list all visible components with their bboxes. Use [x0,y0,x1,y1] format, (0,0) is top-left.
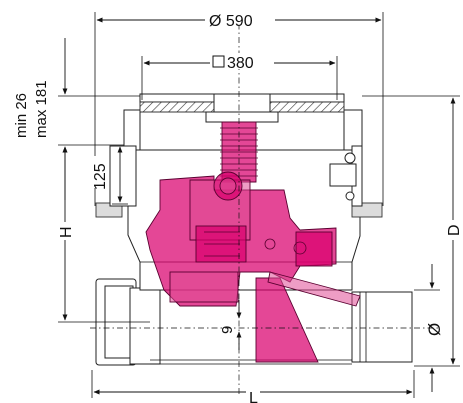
gap-9-label: 9 [219,326,236,334]
square-icon [212,55,225,68]
max-label: max 181 [33,80,50,138]
grating [139,93,345,123]
depth-d-label: D [446,224,463,236]
length-l-label: L [249,390,258,403]
height-h-label: H [58,226,75,238]
dim-d [362,95,461,367]
outer-diameter-label: Ø 590 [209,13,253,30]
dim-125 [91,146,128,205]
odour-trap [145,121,361,363]
dim-h [57,146,150,323]
centre-lines [90,10,440,395]
dim-outer-diameter [94,10,384,206]
dim-grate-size [141,53,338,100]
dim-l [91,370,415,403]
grate-size-label: 380 [227,55,254,72]
frame [95,109,383,218]
min-label: min 26 [13,93,30,138]
dim-pipe-diameter [414,264,440,392]
height-125-label: 125 [92,163,109,190]
pipe-diameter-label: Ø [425,323,444,336]
